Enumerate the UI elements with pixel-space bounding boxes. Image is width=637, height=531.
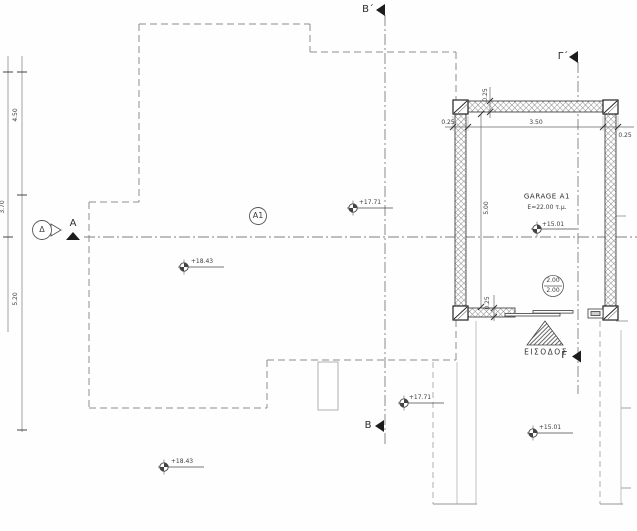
driveway-lines	[432, 215, 631, 505]
dim-wall-top: 0.25	[482, 88, 489, 102]
dim-left-upper: 4.50	[12, 108, 19, 122]
door-size-bubble	[542, 275, 564, 297]
section-label-gamma: Γ	[561, 350, 567, 361]
garage-level-text: +15.01	[541, 221, 565, 228]
door-height-value: 2.00	[546, 287, 560, 294]
pillar-block	[317, 361, 339, 411]
dim-door-jamb: 0.25	[484, 296, 491, 310]
section-label-a: A	[69, 218, 77, 229]
left-dimension-lines	[3, 56, 27, 432]
garage-dimensions	[445, 87, 634, 321]
section-arrow-gamma-prime	[569, 51, 578, 63]
building-outline-dashed	[88, 23, 457, 409]
level-text-left-upper: +18.43	[190, 258, 214, 265]
section-arrow-b-prime	[376, 4, 385, 16]
section-label-b-prime: B´	[362, 4, 374, 15]
dim-left-lower: 5.20	[12, 292, 19, 306]
door-width-value: 2.00	[546, 277, 560, 284]
entrance-label: ΕΙΣΟΔΟΣ	[524, 347, 568, 357]
dim-wall-right: 0.25	[618, 132, 632, 139]
level-text-mid-upper: +17.71	[358, 199, 382, 206]
dim-garage-depth: 5.00	[483, 201, 490, 215]
level-text-left-lower: +18.43	[170, 458, 194, 465]
level-text-right-lower: +15.01	[538, 424, 562, 431]
level-markers	[157, 200, 578, 475]
section-lines	[84, 15, 637, 445]
garage-door	[504, 308, 604, 319]
level-text-mid-lower: +17.71	[408, 394, 432, 401]
garage-title: GARAGE A1	[523, 192, 571, 201]
garage-area-label: E=22.00 τ.μ.	[527, 204, 567, 211]
grid-bubble-a1-label: A1	[252, 211, 264, 220]
dim-left-outer: 3.70	[0, 200, 6, 214]
dim-wall-left: 0.25	[441, 119, 455, 126]
section-label-b: B	[364, 420, 372, 431]
section-label-gamma-prime: Γ´	[557, 51, 569, 62]
grid-bubble-a1	[249, 207, 267, 225]
section-arrow-b	[375, 420, 384, 432]
section-arrows	[66, 4, 581, 432]
dim-garage-width: 3.50	[529, 119, 543, 126]
section-arrow-a	[66, 232, 80, 240]
delta-marker-label: Δ	[39, 225, 45, 234]
section-arrow-gamma	[572, 350, 581, 363]
delta-view-marker	[32, 220, 62, 240]
entrance-triangle-icon	[526, 320, 564, 346]
